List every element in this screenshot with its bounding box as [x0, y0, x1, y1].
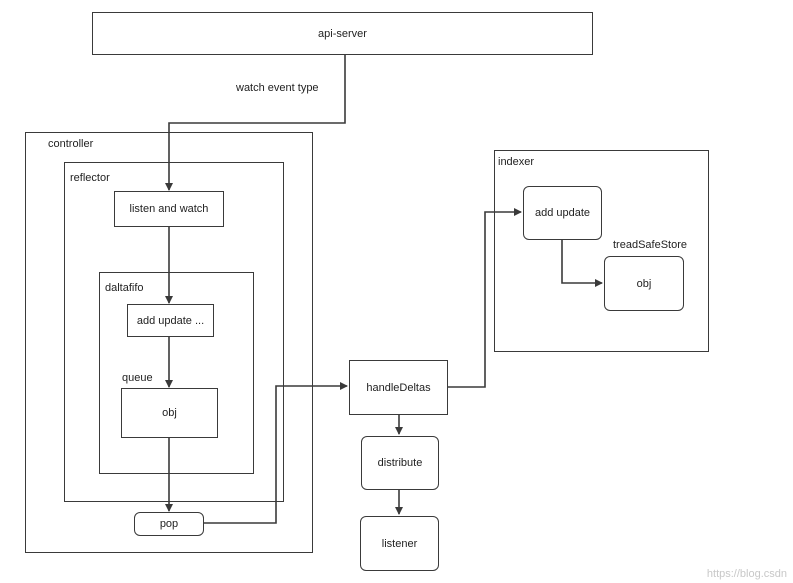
api-server-node: api-server — [92, 12, 593, 55]
queue-label: queue — [122, 372, 153, 384]
listen-watch-node: listen and watch — [114, 191, 224, 227]
edge-add-update-to-store — [561, 240, 603, 287]
indexer-label: indexer — [498, 156, 535, 168]
add-update-fifo-node: add update ... — [127, 304, 214, 337]
edge-api-to-listen — [165, 55, 346, 191]
distribute-text: distribute — [377, 457, 423, 469]
controller-label: controller — [48, 138, 94, 150]
edge-handle-deltas-to-indexer — [448, 208, 522, 388]
indexer-container — [494, 150, 709, 352]
watermark: https://blog.csdn — [706, 568, 787, 580]
reflector-label: reflector — [70, 172, 110, 184]
edge-pop-to-handle-deltas — [204, 382, 348, 524]
api-server-text: api-server — [318, 27, 367, 40]
watch-event-type-label: watch event type — [236, 82, 319, 94]
queue-obj-text: obj — [162, 407, 177, 419]
pop-text: pop — [159, 518, 179, 530]
listen-watch-text: listen and watch — [129, 203, 209, 215]
pop-node: pop — [134, 512, 204, 536]
thread-safe-store-label: treadSafeStore — [613, 239, 687, 251]
distribute-node: distribute — [361, 436, 439, 490]
deltafifo-label: daltafifo — [105, 282, 144, 294]
listener-text: listener — [381, 537, 418, 550]
store-obj-node: obj — [604, 256, 684, 311]
store-obj-text: obj — [636, 277, 652, 290]
add-update-fifo-text: add update ... — [136, 314, 205, 327]
queue-obj-node: obj — [121, 388, 218, 438]
handle-deltas-node: handleDeltas — [349, 360, 448, 415]
listener-node: listener — [360, 516, 439, 571]
indexer-add-update-text: add update — [534, 207, 591, 219]
indexer-add-update-node: add update — [523, 186, 602, 240]
handle-deltas-text: handleDeltas — [366, 381, 431, 394]
